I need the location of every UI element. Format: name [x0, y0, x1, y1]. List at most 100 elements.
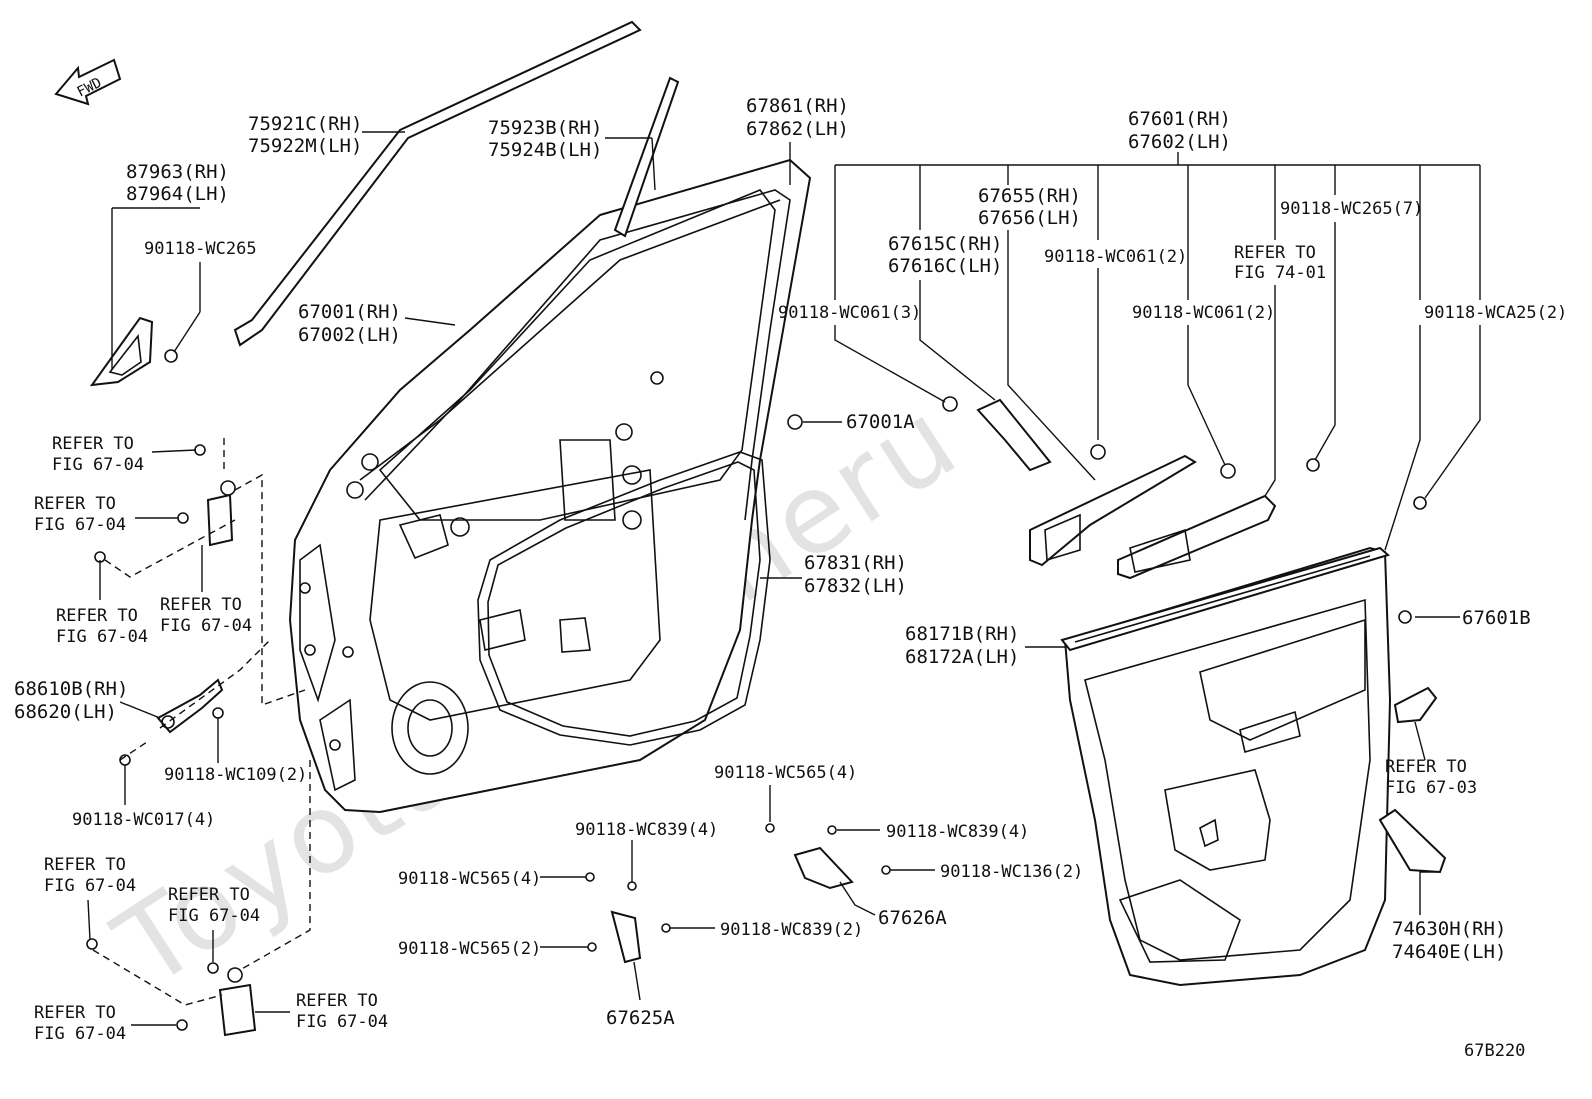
svg-text:REFER TO: REFER TO: [56, 606, 138, 626]
label-68171: 68171B(RH) 68172A(LH): [905, 623, 1019, 668]
clip-icon: [164, 349, 178, 363]
svg-text:FIG 67-04: FIG 67-04: [34, 1024, 126, 1044]
door-frame-weatherstrip: [364, 189, 791, 521]
svg-text:74630H(RH): 74630H(RH): [1392, 918, 1506, 940]
mirror-corner-cover-part: [89, 316, 154, 387]
label-90118-wc265-7: 90118-WC265(7): [1280, 199, 1423, 219]
label-67861: 67861(RH) 67862(LH): [746, 95, 849, 140]
switch-base-bracket-part: [976, 398, 1052, 472]
label-90118-wc839-2: 90118-WC839(2): [720, 920, 863, 940]
svg-text:75924B(LH): 75924B(LH): [488, 139, 602, 161]
label-67601b: 67601B: [1462, 607, 1531, 629]
label-90118-wc839-4a: 90118-WC839(4): [575, 820, 718, 840]
svg-text:REFER TO: REFER TO: [44, 855, 126, 875]
svg-text:67602(LH): 67602(LH): [1128, 131, 1231, 153]
label-90118-wc061-2a: 90118-WC061(2): [1044, 247, 1187, 267]
svg-text:67001(RH): 67001(RH): [298, 301, 401, 323]
label-90118-wc109: 90118-WC109(2): [164, 765, 307, 785]
svg-text:FIG 67-04: FIG 67-04: [56, 627, 148, 647]
label-74630: 74630H(RH) 74640E(LH): [1392, 918, 1506, 963]
svg-text:67832(LH): 67832(LH): [804, 575, 907, 597]
door-trim-board-drawing: [1063, 546, 1392, 987]
svg-text:68171B(RH): 68171B(RH): [905, 623, 1019, 645]
svg-text:REFER TO: REFER TO: [52, 434, 134, 454]
svg-text:67862(LH): 67862(LH): [746, 118, 849, 140]
svg-text:75921C(RH): 75921C(RH): [248, 113, 362, 135]
label-90118-wc061-3: 90118-WC061(3): [778, 303, 921, 323]
svg-text:REFER TO: REFER TO: [296, 991, 378, 1011]
clip-icon: [1306, 458, 1320, 472]
clip-icon: [1398, 610, 1412, 624]
label-refer-67-04-d: REFER TO FIG 67-04: [160, 595, 252, 636]
label-67615: 67615C(RH) 67616C(LH): [888, 233, 1002, 277]
label-67625a: 67625A: [606, 1007, 675, 1029]
clip-icon: [942, 396, 958, 412]
svg-text:87964(LH): 87964(LH): [126, 183, 229, 205]
belt-moulding-part: [233, 20, 642, 347]
fwd-arrow-icon: FWD: [54, 58, 122, 106]
label-90118-wc061-2b: 90118-WC061(2): [1132, 303, 1275, 323]
division-bar-moulding-part: [613, 76, 680, 238]
svg-text:67655(RH): 67655(RH): [978, 185, 1081, 207]
svg-text:FIG 67-04: FIG 67-04: [296, 1012, 388, 1032]
label-68610: 68610B(RH) 68620(LH): [14, 678, 128, 723]
label-90118-wc565-4b: 90118-WC565(4): [398, 869, 541, 889]
label-refer-67-04-g: REFER TO FIG 67-04: [296, 991, 388, 1032]
label-refer-67-04-e: REFER TO FIG 67-04: [44, 855, 136, 896]
label-67001a: 67001A: [846, 411, 915, 433]
clip-icon: [1090, 444, 1106, 460]
svg-text:68620(LH): 68620(LH): [14, 701, 117, 723]
plug-icon: [787, 414, 803, 430]
svg-text:75922M(LH): 75922M(LH): [248, 135, 362, 157]
svg-text:FIG 67-04: FIG 67-04: [160, 616, 252, 636]
svg-text:FIG 67-04: FIG 67-04: [34, 515, 126, 535]
label-90118-wc565-4a: 90118-WC565(4): [714, 763, 857, 783]
svg-text:REFER TO: REFER TO: [1385, 757, 1467, 777]
clip-icon: [1220, 463, 1236, 479]
armrest-upper-panel-part: [1029, 454, 1197, 567]
label-67626a: 67626A: [878, 907, 947, 929]
svg-text:68172A(LH): 68172A(LH): [905, 646, 1019, 668]
svg-text:FIG 67-03: FIG 67-03: [1385, 778, 1477, 798]
svg-text:87963(RH): 87963(RH): [126, 161, 229, 183]
label-refer-67-03: REFER TO FIG 67-03: [1385, 757, 1477, 798]
label-75921: 75921C(RH) 75922M(LH): [248, 113, 362, 157]
upper-hinge-part: [206, 480, 236, 547]
label-refer-67-04-h: REFER TO FIG 67-04: [34, 1003, 126, 1044]
label-90118-wc136: 90118-WC136(2): [940, 862, 1083, 882]
label-67601: 67601(RH) 67602(LH): [1128, 108, 1231, 153]
svg-text:REFER TO: REFER TO: [1234, 243, 1316, 263]
trim-bracket-part: [1393, 686, 1438, 724]
label-refer-67-04-a: REFER TO FIG 67-04: [52, 434, 144, 475]
svg-text:67656(LH): 67656(LH): [978, 207, 1081, 229]
svg-text:FIG 74-01: FIG 74-01: [1234, 263, 1326, 283]
svg-text:REFER TO: REFER TO: [34, 1003, 116, 1023]
svg-text:FIG 67-04: FIG 67-04: [52, 455, 144, 475]
svg-text:REFER TO: REFER TO: [34, 494, 116, 514]
label-75923: 75923B(RH) 75924B(LH): [488, 117, 602, 161]
door-weatherstrip-loop: [477, 451, 771, 746]
pillar-garnish-part: [1378, 808, 1447, 874]
label-90118-wc017: 90118-WC017(4): [72, 810, 215, 830]
check-bracket-part: [610, 910, 642, 964]
label-90118-wc265: 90118-WC265: [144, 239, 257, 259]
svg-text:67615C(RH): 67615C(RH): [888, 233, 1002, 255]
svg-text:REFER TO: REFER TO: [168, 885, 250, 905]
svg-text:REFER TO: REFER TO: [160, 595, 242, 615]
lower-hinge-part: [218, 967, 257, 1037]
svg-text:67861(RH): 67861(RH): [746, 95, 849, 117]
label-refer-67-04-f: REFER TO FIG 67-04: [168, 885, 260, 926]
svg-text:FIG 67-04: FIG 67-04: [168, 906, 260, 926]
door-shell-drawing: [288, 158, 812, 814]
svg-text:FIG 67-04: FIG 67-04: [44, 876, 136, 896]
svg-text:67831(RH): 67831(RH): [804, 552, 907, 574]
figure-code: 67B220: [1464, 1041, 1525, 1061]
svg-text:68610B(RH): 68610B(RH): [14, 678, 128, 700]
label-refer-67-04-b: REFER TO FIG 67-04: [34, 494, 126, 535]
clip-icon: [1413, 496, 1427, 510]
svg-text:75923B(RH): 75923B(RH): [488, 117, 602, 139]
label-refer-67-04-c: REFER TO FIG 67-04: [56, 606, 148, 647]
leader-lines: [87, 131, 1481, 1026]
label-67831: 67831(RH) 67832(LH): [804, 552, 907, 597]
